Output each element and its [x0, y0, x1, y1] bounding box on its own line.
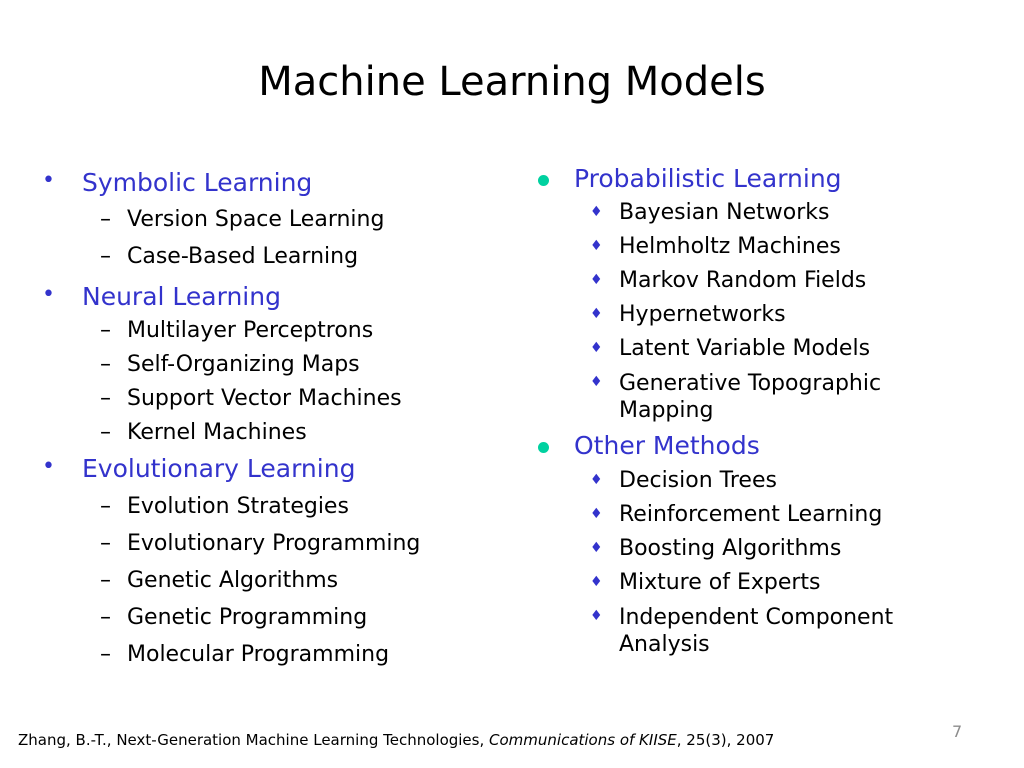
slide-title: Machine Learning Models [258, 59, 766, 105]
diamond-bullet-icon: ♦ [590, 238, 603, 254]
list-item: Molecular Programming [127, 642, 390, 667]
category-probabilistic-learning: Probabilistic Learning [574, 164, 842, 193]
citation-suffix: , 25(3), 2007 [676, 731, 775, 749]
list-item: Decision Trees [619, 468, 777, 493]
diamond-bullet-icon: ♦ [590, 374, 603, 390]
page-number: 7 [952, 722, 963, 741]
list-item: Case-Based Learning [127, 244, 359, 269]
list-item: Latent Variable Models [619, 336, 871, 361]
list-item: Evolutionary Programming [127, 531, 421, 556]
list-item: Hypernetworks [619, 302, 786, 327]
dash-marker: – [100, 207, 111, 232]
dash-marker: – [100, 494, 111, 519]
list-item: Genetic Programming [127, 605, 368, 630]
dash-marker: – [100, 420, 111, 445]
list-item: Independent Component Analysis [619, 605, 894, 657]
list-item: Version Space Learning [127, 207, 385, 232]
list-item: Kernel Machines [127, 420, 307, 445]
diamond-bullet-icon: ♦ [590, 472, 603, 488]
diamond-bullet-icon: ♦ [590, 608, 603, 624]
diamond-bullet-icon: ♦ [590, 540, 603, 556]
list-item: Markov Random Fields [619, 268, 867, 293]
dash-marker: – [100, 352, 111, 377]
citation-footer: Zhang, B.-T., Next-Generation Machine Le… [18, 730, 774, 750]
list-item: Evolution Strategies [127, 494, 349, 519]
bullet-marker: • [42, 454, 55, 479]
dash-marker: – [100, 568, 111, 593]
list-item: Helmholtz Machines [619, 234, 841, 259]
category-other-methods: Other Methods [574, 431, 760, 460]
bullet-marker: • [42, 168, 55, 193]
bullet-marker: • [42, 282, 55, 307]
dash-marker: – [100, 318, 111, 343]
list-item: Bayesian Networks [619, 200, 830, 225]
list-item: Boosting Algorithms [619, 536, 842, 561]
list-item: Multilayer Perceptrons [127, 318, 374, 343]
teal-bullet-icon [538, 442, 549, 453]
teal-bullet-icon [538, 175, 549, 186]
citation-journal: Communications of KIISE [489, 731, 677, 749]
list-item: Support Vector Machines [127, 386, 402, 411]
diamond-bullet-icon: ♦ [590, 204, 603, 220]
citation-prefix: Zhang, B.-T., Next-Generation Machine Le… [18, 731, 490, 749]
dash-marker: – [100, 244, 111, 269]
category-evolutionary-learning: Evolutionary Learning [82, 454, 356, 483]
dash-marker: – [100, 531, 111, 556]
dash-marker: – [100, 642, 111, 667]
list-item: Self-Organizing Maps [127, 352, 360, 377]
list-item: Generative Topographic Mapping [619, 371, 882, 423]
dash-marker: – [100, 386, 111, 411]
category-neural-learning: Neural Learning [82, 282, 281, 311]
category-symbolic-learning: Symbolic Learning [82, 168, 313, 197]
diamond-bullet-icon: ♦ [590, 272, 603, 288]
diamond-bullet-icon: ♦ [590, 506, 603, 522]
diamond-bullet-icon: ♦ [590, 574, 603, 590]
list-item: Mixture of Experts [619, 570, 821, 595]
diamond-bullet-icon: ♦ [590, 340, 603, 356]
list-item: Genetic Algorithms [127, 568, 339, 593]
dash-marker: – [100, 605, 111, 630]
list-item: Reinforcement Learning [619, 502, 883, 527]
diamond-bullet-icon: ♦ [590, 306, 603, 322]
